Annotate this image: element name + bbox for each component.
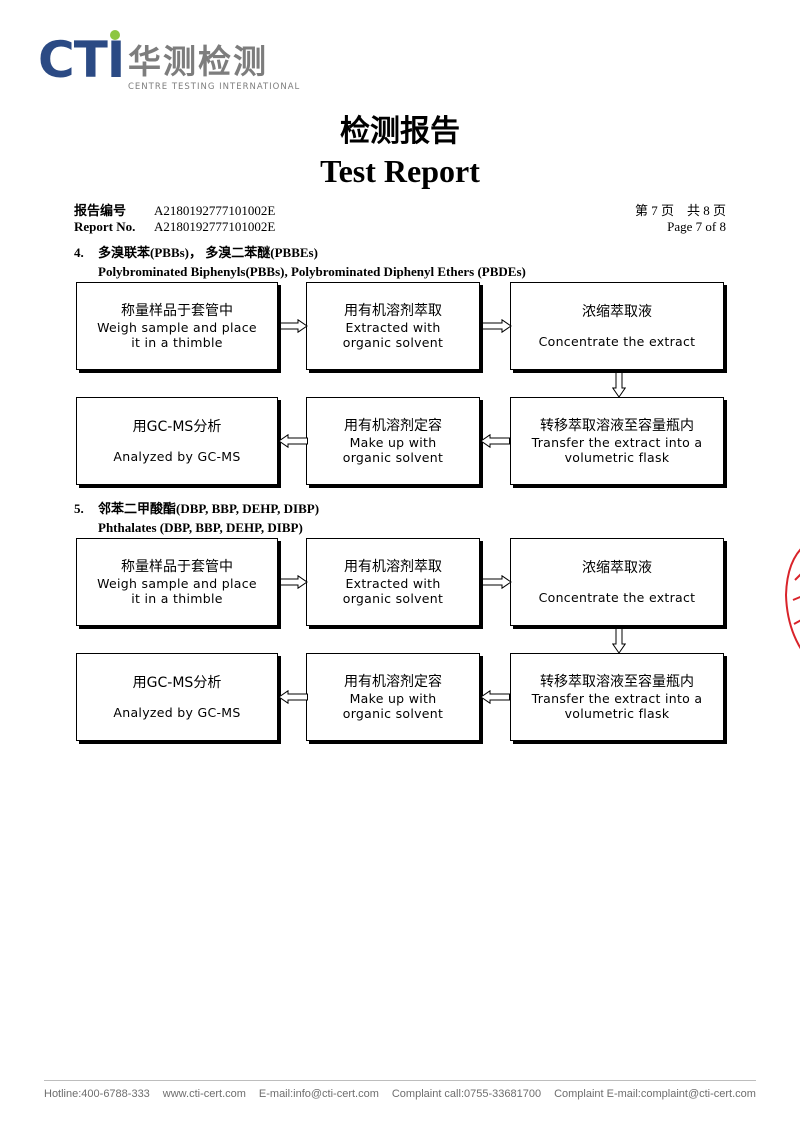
section-5-number: 5. — [74, 501, 84, 516]
section-5-heading: 5. 邻苯二甲酸酯(DBP, BBP, DEHP, DIBP) — [74, 500, 319, 517]
step-label-cn: 用有机溶剂定容 — [344, 417, 442, 434]
arrow-right-icon — [280, 319, 308, 333]
arrow-down-icon — [612, 372, 626, 398]
footer-website[interactable]: www.cti-cert.com — [162, 1088, 246, 1100]
arrow-right-icon — [280, 575, 308, 589]
flow-step-extract: 用有机溶剂萃取 Extracted with organic solvent — [306, 538, 480, 626]
arrow-left-icon — [278, 434, 308, 448]
step-label-en-2: volumetric flask — [564, 705, 670, 721]
step-label-en: Transfer the extract into a — [531, 434, 703, 450]
step-label-en-2: it in a thimble — [131, 590, 223, 606]
flow-step-transfer: 转移萃取溶液至容量瓶内 Transfer the extract into a … — [510, 653, 724, 741]
footer-complaint-call: Complaint call:0755-33681700 — [391, 1088, 542, 1100]
section-4-heading: 4. 多溴联苯(PBBs)， 多溴二苯醚(PBBEs) — [74, 244, 318, 261]
title-cn: 检测报告 — [340, 114, 460, 149]
step-label-cn: 浓缩萃取液 — [582, 559, 652, 576]
step-label-en-2: organic solvent — [342, 334, 444, 350]
report-no-value: A2180192777101002E — [154, 203, 276, 218]
logo-brand: CTI — [38, 31, 125, 89]
footer-hotline: Hotline:400-6788-333 — [44, 1088, 150, 1100]
flow-step-weigh: 称量样品于套管中 Weigh sample and place it in a … — [76, 282, 278, 370]
page-number-en: Page 7 of 8 — [667, 219, 726, 234]
title-en: Test Report — [320, 153, 480, 189]
step-label-cn: 用有机溶剂萃取 — [344, 558, 442, 575]
footer-email[interactable]: E-mail:info@cti-cert.com — [258, 1088, 379, 1100]
flow-step-concentrate: 浓缩萃取液 Concentrate the extract — [510, 538, 724, 626]
step-label-en-2: organic solvent — [342, 449, 444, 465]
footer-divider — [44, 1080, 756, 1081]
flow-step-concentrate: 浓缩萃取液 Concentrate the extract — [510, 282, 724, 370]
report-no-en-row: Report No. A2180192777101002E — [74, 219, 275, 235]
section-4-title-en: Polybrominated Biphenyls(PBBs), Polybrom… — [98, 264, 526, 279]
step-label-en-2: it in a thimble — [131, 334, 223, 350]
step-label-en-2: organic solvent — [342, 705, 444, 721]
section-5-title-cn: 邻苯二甲酸酯(DBP, BBP, DEHP, DIBP) — [98, 501, 320, 516]
red-seal-stamp-icon — [784, 548, 800, 650]
section-4-title-cn: 多溴联苯(PBBs)， 多溴二苯醚(PBBEs) — [98, 245, 318, 260]
step-label-cn: 用GC-MS分析 — [132, 674, 222, 691]
flow-step-extract: 用有机溶剂萃取 Extracted with organic solvent — [306, 282, 480, 370]
step-label-cn: 用GC-MS分析 — [132, 418, 222, 435]
company-logo: CTI 华测检测 CENTRE TESTING INTERNATIONAL — [38, 30, 301, 94]
flow-step-make-up: 用有机溶剂定容 Make up with organic solvent — [306, 653, 480, 741]
logo-name-en: CENTRE TESTING INTERNATIONAL — [128, 82, 301, 92]
page-number-cn: 第 7 页 共 8 页 — [634, 203, 726, 218]
report-no-cn-row: 报告编号 A2180192777101002E — [74, 203, 275, 219]
flow-step-make-up: 用有机溶剂定容 Make up with organic solvent — [306, 397, 480, 485]
flow-step-analyze: 用GC-MS分析 Analyzed by GC-MS — [76, 397, 278, 485]
report-no-label-cn: 报告编号 — [74, 203, 127, 218]
step-label-en: Weigh sample and place — [97, 575, 257, 591]
step-label-en: Weigh sample and place — [97, 319, 257, 335]
step-label-cn: 转移萃取溶液至容量瓶内 — [540, 417, 694, 434]
step-label-en: Extracted with — [345, 575, 441, 591]
arrow-left-icon — [278, 690, 308, 704]
step-label-en: Make up with — [349, 434, 437, 450]
section-4-number: 4. — [74, 245, 84, 260]
flow-step-weigh: 称量样品于套管中 Weigh sample and place it in a … — [76, 538, 278, 626]
step-label-en: Transfer the extract into a — [531, 690, 703, 706]
step-label-en: Analyzed by GC-MS — [113, 704, 241, 720]
flow-step-transfer: 转移萃取溶液至容量瓶内 Transfer the extract into a … — [510, 397, 724, 485]
step-label-en: Concentrate the extract — [538, 589, 696, 605]
report-no-value-2: A2180192777101002E — [154, 219, 276, 234]
arrow-right-icon — [482, 319, 512, 333]
step-label-en: Make up with — [349, 690, 437, 706]
flow-step-analyze: 用GC-MS分析 Analyzed by GC-MS — [76, 653, 278, 741]
step-label-en-2: volumetric flask — [564, 449, 670, 465]
arrow-right-icon — [482, 575, 512, 589]
logo-dot-icon — [110, 30, 120, 40]
step-label-en: Extracted with — [345, 319, 441, 335]
arrow-left-icon — [480, 690, 510, 704]
step-label-en-2: organic solvent — [342, 590, 444, 606]
footer-complaint-email[interactable]: Complaint E-mail:complaint@cti-cert.com — [554, 1088, 756, 1100]
step-label-en: Analyzed by GC-MS — [113, 448, 241, 464]
report-no-label-en: Report No. — [74, 219, 136, 234]
logo-name-cn: 华测检测 — [128, 42, 268, 81]
step-label-cn: 用有机溶剂定容 — [344, 673, 442, 690]
section-5-title-en: Phthalates (DBP, BBP, DEHP, DIBP) — [98, 520, 303, 535]
step-label-cn: 转移萃取溶液至容量瓶内 — [540, 673, 694, 690]
arrow-down-icon — [612, 628, 626, 654]
step-label-cn: 浓缩萃取液 — [582, 303, 652, 320]
step-label-en: Concentrate the extract — [538, 333, 696, 349]
footer: Hotline:400-6788-333 www.cti-cert.com E-… — [44, 1088, 756, 1100]
step-label-cn: 用有机溶剂萃取 — [344, 302, 442, 319]
arrow-left-icon — [480, 434, 510, 448]
step-label-cn: 称量样品于套管中 — [121, 302, 233, 319]
step-label-cn: 称量样品于套管中 — [121, 558, 233, 575]
